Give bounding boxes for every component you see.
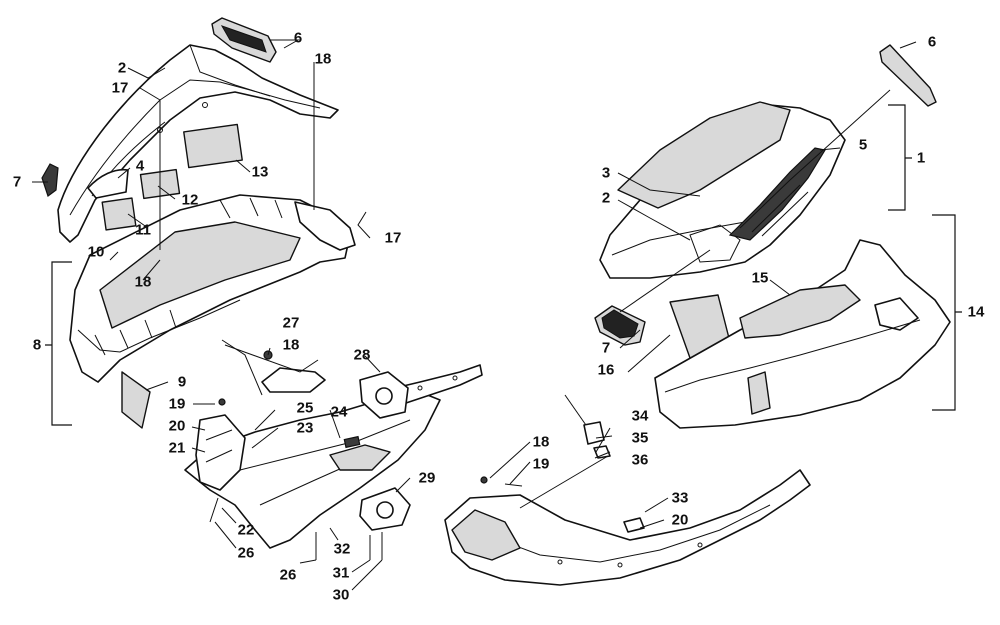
callout-17-left-right: 17 <box>385 230 402 247</box>
decal-9 <box>121 371 151 429</box>
bracket-33 <box>623 517 645 533</box>
callout-22: 22 <box>238 522 255 539</box>
callout-32: 32 <box>334 541 351 558</box>
callout-2-left: 2 <box>118 60 126 77</box>
belly-pan-left <box>69 194 356 383</box>
callout-5: 5 <box>859 137 867 154</box>
callout-10: 10 <box>88 244 105 261</box>
callout-28: 28 <box>354 347 371 364</box>
callout-12: 12 <box>182 192 199 209</box>
bracket-assembly-14 <box>932 214 962 411</box>
callout-21: 21 <box>169 440 186 457</box>
callout-18-center: 18 <box>283 337 300 354</box>
callout-18-left-mid: 18 <box>135 274 152 291</box>
callout-23: 23 <box>297 420 314 437</box>
bracket-27 <box>261 367 326 393</box>
callout-30: 30 <box>333 587 350 604</box>
callout-3: 3 <box>602 165 610 182</box>
callout-29: 29 <box>419 470 436 487</box>
bracket-assembly-1 <box>888 104 912 211</box>
bracket-28 <box>359 371 409 419</box>
callout-24: 24 <box>331 404 348 421</box>
hood-vent-left <box>211 17 277 63</box>
fasteners-right <box>480 476 523 487</box>
callout-26-left: 26 <box>238 545 255 562</box>
callout-27: 27 <box>283 315 300 332</box>
callout-36: 36 <box>632 452 649 469</box>
callout-19-center: 19 <box>169 396 186 413</box>
callout-1: 1 <box>917 150 925 167</box>
callout-9: 9 <box>178 374 186 391</box>
callout-13: 13 <box>252 164 269 181</box>
callout-33: 33 <box>672 490 689 507</box>
callout-14: 14 <box>968 304 985 321</box>
bracket-29 <box>359 487 411 531</box>
callout-15: 15 <box>752 270 769 287</box>
latch-34 <box>564 394 611 459</box>
belly-pan-right <box>654 239 951 429</box>
callout-20-center: 20 <box>169 418 186 435</box>
callout-16: 16 <box>598 362 615 379</box>
side-bracket-20-left <box>195 414 246 491</box>
callout-8: 8 <box>33 337 41 354</box>
callout-6-right: 6 <box>928 34 936 51</box>
callout-26-bottom: 26 <box>280 567 297 584</box>
callout-2-right: 2 <box>602 190 610 207</box>
callout-18-right: 18 <box>533 434 550 451</box>
hood-vent-right <box>879 44 937 107</box>
callout-7-left: 7 <box>13 174 21 191</box>
callout-25: 25 <box>297 400 314 417</box>
callout-labels: 2 6 17 18 7 4 13 12 11 17 10 18 8 9 27 1… <box>13 30 985 604</box>
callout-18-left-top: 18 <box>315 51 332 68</box>
callout-20-right: 20 <box>672 512 689 529</box>
side-vent-right <box>594 305 646 346</box>
callout-34: 34 <box>632 408 649 425</box>
skid-plate-center <box>184 391 441 549</box>
hood-right <box>599 101 846 279</box>
bracket-assembly-8 <box>45 261 72 426</box>
callout-4: 4 <box>136 158 145 175</box>
callout-19-right: 19 <box>533 456 550 473</box>
leader-lines <box>32 39 917 591</box>
side-vent-left <box>41 163 59 197</box>
callout-17-left-top: 17 <box>112 80 129 97</box>
callout-6-left: 6 <box>294 30 302 47</box>
callout-7-right: 7 <box>602 340 610 357</box>
callout-35: 35 <box>632 430 649 447</box>
skid-plate-right <box>444 469 811 586</box>
callout-11: 11 <box>135 222 151 239</box>
callout-31: 31 <box>333 565 350 582</box>
